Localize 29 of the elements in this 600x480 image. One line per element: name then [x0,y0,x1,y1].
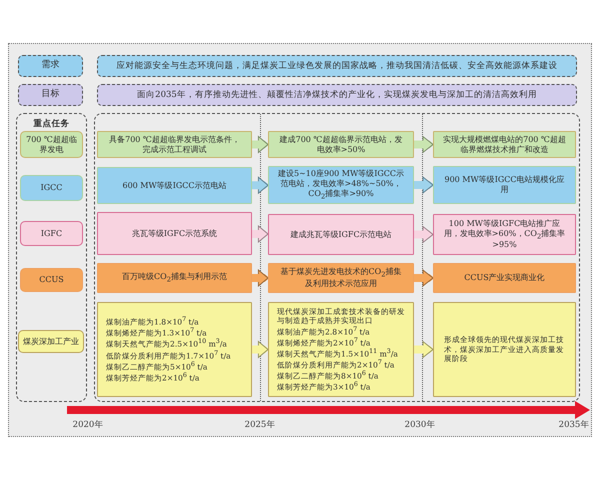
tag-box: 需求 [18,55,83,77]
task-box: 实现大规模燃煤电站的700 ℃超超临界燃煤技术推广和改造 [433,131,576,158]
category-box: IGFC [20,221,83,246]
task-box: CCUS产业实现商业化 [433,263,576,293]
year-label: 2025年 [244,419,276,431]
task-box [97,302,252,397]
year-label: 2020年 [72,419,104,431]
statement-bar: 应对能源安全与生态环境问题，满足煤炭工业绿色发展的国家战略，推动我国清洁低碳、安全高效能源体系建设 [97,55,577,77]
task-box [268,302,414,397]
task-box: 600 MW等级IGCC示范电站 [97,167,252,204]
tag-box: 目标 [18,84,83,106]
task-box: 具备700 ℃超超临界发电示范条件，完成示范工程调试 [97,131,252,158]
category-box: 700 ℃超超临界发电 [20,131,83,158]
year-label: 2030年 [404,419,436,431]
year-label: 2035年 [558,419,590,431]
task-box: 建设5~10座900 MW等级IGCC示范电站，发电效率>48%~50%，CO$_{2}$捕集率>90% [268,166,414,204]
category-box: CCUS [20,268,83,292]
task-box: 900 MW等级IGCC电站规模化应用 [433,166,576,204]
category-box: 煤炭深加工产业 [18,330,84,353]
task-box: 建成兆瓦等级IGFC示范电站 [268,214,414,255]
task-box: 兆瓦等级IGFC示范系统 [97,212,252,255]
statement-bar: 面向2035年，有序推动先进性、颠覆性洁净煤技术的产业化，实现煤炭发电与深加工的清洁高效利用 [97,84,577,106]
column-frame [16,113,87,402]
column-heading: 重点任务 [32,119,70,130]
task-box: 基于煤炭先进发电技术的CO$_{2}$捕集及利用技术示范应用 [268,263,414,293]
category-box: IGCC [20,175,83,201]
task-box: 建成700 ℃超超临界示范电站，发电效率>50% [268,131,414,158]
task-box: 100 MW等级IGFC电站推广应用，发电效率>60%，CO$_{2}$捕集率>95% [433,214,576,255]
task-box: 百万吨级CO$_{2}$捕集与利用示范 [97,263,252,293]
